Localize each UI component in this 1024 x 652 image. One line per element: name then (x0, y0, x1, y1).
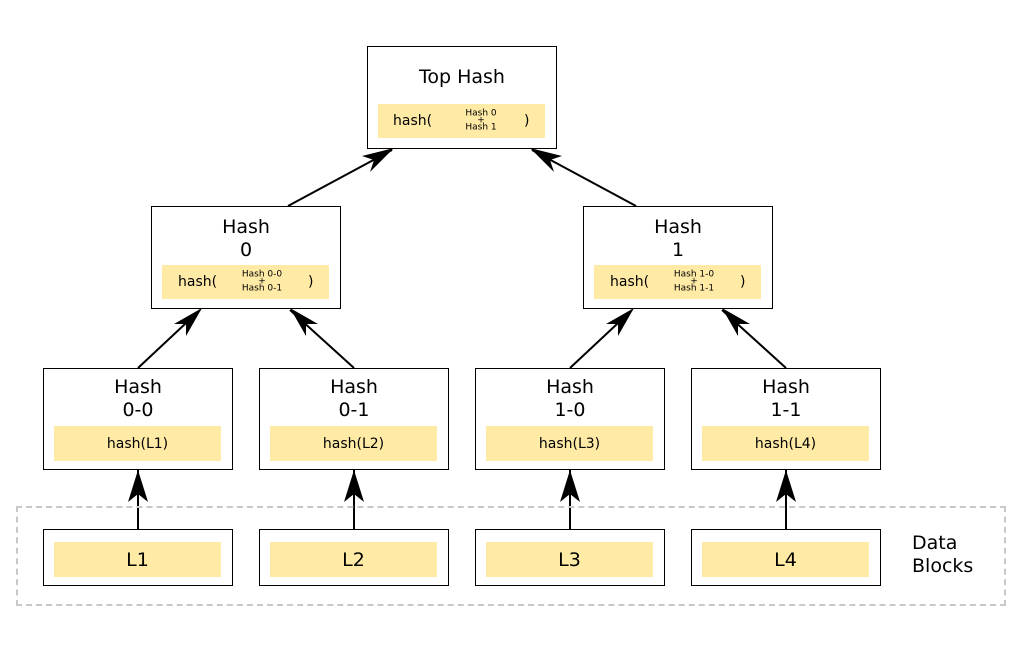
arrowhead-h1-right (722, 308, 750, 336)
hash-0-suffix: ) (308, 274, 314, 290)
hash-0-0-formula: hash(L1) (54, 426, 221, 461)
top-hash-plus: + (477, 115, 485, 126)
top-hash-prefix: hash( (393, 113, 433, 129)
arrowhead-top-right (530, 148, 562, 172)
top-hash-suffix: ) (524, 113, 530, 129)
hash-0-1-formula: hash(L2) (270, 426, 437, 461)
hash-1-input-b: Hash 1-1 (673, 283, 715, 294)
hash-1-plus: + (690, 276, 698, 287)
leaf-l3: L3 (475, 529, 665, 586)
leaf-l1-strip: L1 (54, 542, 221, 577)
leaf-l2-label: L2 (342, 548, 365, 571)
leaf-l3-strip: L3 (486, 542, 653, 577)
arrowhead-h10 (560, 470, 580, 502)
hash-1-1-title-line1: Hash (762, 376, 810, 398)
hash-1-0-title-line2: 1-0 (554, 399, 586, 421)
hash-1-suffix: ) (740, 274, 746, 290)
hash-1-0-formula: hash(L3) (486, 426, 653, 461)
hash-1-title-line2: 1 (671, 239, 685, 261)
top-hash-input-b: Hash 1 (465, 122, 497, 133)
hash-1-1-formula: hash(L4) (702, 426, 869, 461)
hash-0-title-line2: 0 (239, 239, 253, 261)
hash-0-1-node: Hash 0-1 hash(L2) (259, 368, 449, 470)
hash-0-1-formula-text: hash(L2) (322, 435, 385, 452)
hash-1-0-title-line1: Hash (546, 376, 594, 398)
hash-0-node: Hash 0 hash( Hash 0-0 + Hash 0-1 ) (151, 206, 341, 309)
hash-1-formula: hash( Hash 1-0 + Hash 1-1 ) (594, 265, 761, 299)
hash-0-formula: hash( Hash 0-0 + Hash 0-1 ) (162, 265, 329, 299)
hash-0-prefix: hash( (178, 274, 218, 290)
hash-0-input-a: Hash 0-0 (241, 269, 283, 280)
hash-0-1-title-line2: 0-1 (338, 399, 370, 421)
arrowhead-h11 (776, 470, 796, 502)
arrowhead-h1-left (606, 308, 634, 336)
leaf-l2-strip: L2 (270, 542, 437, 577)
hash-1-1-node: Hash 1-1 hash(L4) (691, 368, 881, 470)
hash-0-0-title-line1: Hash (114, 376, 162, 398)
hash-0-title-line1: Hash (222, 216, 270, 238)
data-blocks-frame (16, 506, 1006, 606)
data-blocks-label-line2: Blocks (912, 555, 974, 577)
arrowhead-h0-left (174, 308, 202, 336)
leaf-l1: L1 (43, 529, 233, 586)
hash-0-input-b: Hash 0-1 (241, 283, 283, 294)
leaf-l4: L4 (691, 529, 881, 586)
hash-1-inputs: Hash 1-0 + Hash 1-1 (671, 269, 717, 294)
hash-1-1-formula-text: hash(L4) (754, 435, 817, 452)
hash-0-plus: + (258, 276, 266, 287)
arrowhead-h01 (344, 470, 364, 502)
leaf-l4-strip: L4 (702, 542, 869, 577)
data-blocks-label: Data Blocks (912, 532, 973, 578)
data-blocks-label-line1: Data (912, 532, 958, 554)
hash-1-prefix: hash( (610, 274, 650, 290)
top-hash-input-a: Hash 0 (465, 108, 497, 119)
arrowhead-h00 (128, 470, 148, 502)
leaf-l1-label: L1 (126, 548, 149, 571)
hash-1-1-title-line2: 1-1 (770, 399, 802, 421)
hash-1-0-formula-text: hash(L3) (538, 435, 601, 452)
hash-0-inputs: Hash 0-0 + Hash 0-1 (239, 269, 285, 294)
hash-1-input-a: Hash 1-0 (673, 269, 715, 280)
top-hash-node: Top Hash hash( Hash 0 + Hash 1 ) (367, 46, 557, 149)
hash-1-node: Hash 1 hash( Hash 1-0 + Hash 1-1 ) (583, 206, 773, 309)
top-hash-formula: hash( Hash 0 + Hash 1 ) (378, 104, 545, 138)
hash-1-title-line1: Hash (654, 216, 702, 238)
top-hash-inputs: Hash 0 + Hash 1 (462, 108, 500, 133)
leaf-l2: L2 (259, 529, 449, 586)
arrowhead-top-left (362, 148, 394, 172)
hash-0-1-title-line1: Hash (330, 376, 378, 398)
top-hash-title: Top Hash (419, 66, 505, 88)
hash-0-0-formula-text: hash(L1) (106, 435, 169, 452)
leaf-l3-label: L3 (558, 548, 581, 571)
leaf-l4-label: L4 (774, 548, 797, 571)
hash-0-0-title-line2: 0-0 (122, 399, 154, 421)
hash-1-0-node: Hash 1-0 hash(L3) (475, 368, 665, 470)
hash-0-0-node: Hash 0-0 hash(L1) (43, 368, 233, 470)
arrowhead-h0-right (290, 308, 318, 336)
